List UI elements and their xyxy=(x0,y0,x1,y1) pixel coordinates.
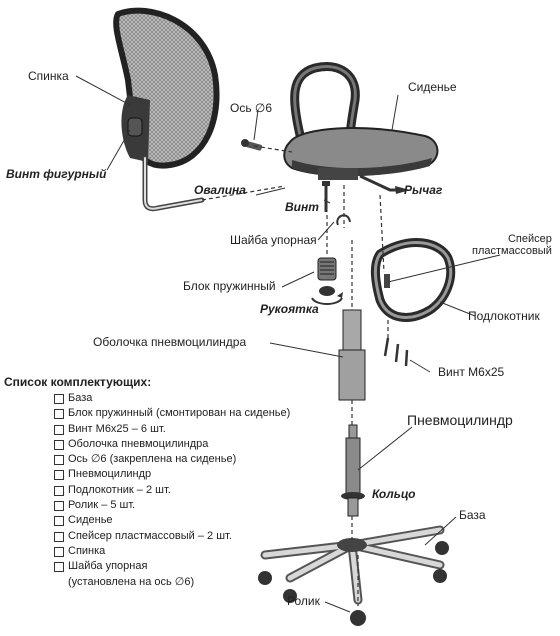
label-spring-block: Блок пружинный xyxy=(183,279,276,293)
checklist-item: Винт М6х25 – 6 шт. xyxy=(4,422,226,437)
assembly-guides xyxy=(201,145,389,606)
label-ring: Кольцо xyxy=(372,487,416,501)
seat-part xyxy=(283,62,439,194)
leader-lines xyxy=(75,75,501,613)
label-caster: Ролик xyxy=(287,594,320,608)
checkbox[interactable] xyxy=(54,394,64,404)
checklist-item: Ось ∅6 (закреплена на сиденье) xyxy=(4,452,236,467)
parts-checklist: Список комплектующих: База Блок пружинны… xyxy=(4,375,290,590)
checklist-item-note: (установлена на ось ∅6) xyxy=(68,575,195,588)
checklist-item: Оболочка пневмоцилиндра xyxy=(4,437,226,452)
checkbox[interactable] xyxy=(54,516,64,527)
checkbox[interactable] xyxy=(54,485,64,496)
checklist-item: Спейсер пластмассовый – 2 шт. xyxy=(4,529,232,544)
checkbox[interactable] xyxy=(54,546,64,557)
cylinder-shell-part xyxy=(338,309,366,401)
backrest-part xyxy=(113,7,220,212)
label-lever: Рычаг xyxy=(404,183,443,197)
checklist-item: Блок пружинный (смонтирован на сиденье) xyxy=(4,406,290,421)
m6-screws-part xyxy=(383,337,409,367)
checkbox[interactable] xyxy=(54,409,64,420)
label-backrest: Спинка xyxy=(28,69,69,83)
checklist-item: Сиденье xyxy=(4,513,226,528)
gas-cylinder-part xyxy=(341,424,365,517)
label-shaped-screw: Винт фигурный xyxy=(6,167,107,181)
label-screw: Винт xyxy=(285,200,319,214)
washer-part xyxy=(336,214,351,226)
axis-pin-part xyxy=(241,139,263,151)
label-armrest: Подлокотник xyxy=(468,309,540,323)
checklist-item: Пневмоцилиндр xyxy=(4,467,226,482)
label-plastic-spacer: Спейсер пластмассовый xyxy=(472,233,552,257)
label-base: База xyxy=(459,508,486,522)
checkbox[interactable] xyxy=(54,439,64,450)
checkbox[interactable] xyxy=(54,470,64,481)
spring-block-part xyxy=(311,257,343,305)
checklist-item: Шайба упорная xyxy=(4,559,226,574)
label-handle: Рукоятка xyxy=(260,302,319,316)
checkbox[interactable] xyxy=(54,501,64,512)
label-gas-cylinder: Пневмоцилиндр xyxy=(407,412,513,428)
label-axis-6: Ось ∅6 xyxy=(230,101,273,115)
label-m6-screw: Винт М6х25 xyxy=(438,365,505,379)
label-thrust-washer: Шайба упорная xyxy=(230,233,317,247)
checklist-items: База Блок пружинный (смонтирован на сиде… xyxy=(4,391,290,590)
label-seat: Сиденье xyxy=(408,80,457,94)
checklist-item: База xyxy=(4,391,226,406)
checklist-title: Список комплектующих: xyxy=(4,375,152,389)
checkbox[interactable] xyxy=(54,424,64,435)
checklist-item: Спинка xyxy=(4,544,226,559)
armrest-part xyxy=(370,238,456,322)
checkbox[interactable] xyxy=(54,562,64,573)
label-cylinder-shell: Оболочка пневмоцилиндра xyxy=(93,335,247,349)
checklist-item: Подлокотник – 2 шт. xyxy=(4,483,226,498)
checkbox[interactable] xyxy=(54,455,64,466)
screw-part xyxy=(322,181,330,212)
checklist-item: Ролик – 5 шт. xyxy=(4,498,226,513)
base-part xyxy=(258,525,449,626)
label-oval-tube: Овалина xyxy=(194,183,246,197)
checkbox[interactable] xyxy=(54,531,64,542)
